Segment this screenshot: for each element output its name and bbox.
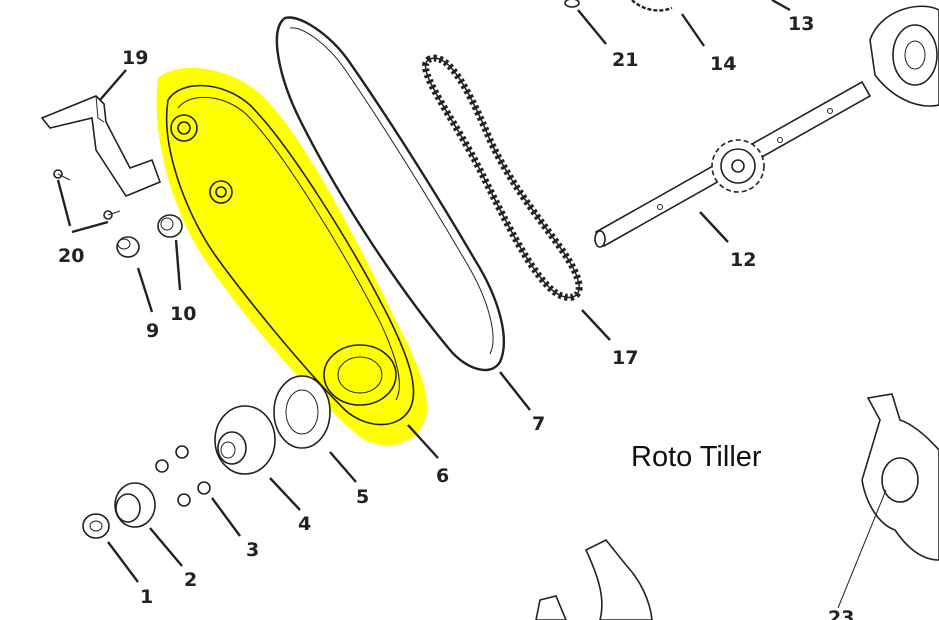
callout-3[interactable]: 3	[246, 539, 259, 561]
part-7-gasket[interactable]	[275, 16, 506, 372]
callout-12[interactable]: 12	[730, 249, 756, 271]
part-14-sprocket[interactable]	[631, 0, 673, 12]
part-20-bolts[interactable]	[53, 169, 121, 220]
callout-14[interactable]: 14	[710, 53, 736, 75]
callout-2[interactable]: 2	[184, 569, 197, 591]
callout-13[interactable]: 13	[788, 13, 814, 35]
part-1-washer[interactable]	[82, 513, 110, 539]
part-23-tines[interactable]	[861, 393, 939, 561]
part-19-bracket[interactable]	[40, 95, 162, 197]
bottom-tines	[535, 538, 653, 620]
callout-9[interactable]: 9	[146, 320, 159, 342]
callout-numbers: 19 20 9 10 6 7 5 4 3 2 1 17 12 14 21 13 …	[58, 13, 854, 620]
callout-5[interactable]: 5	[356, 486, 369, 508]
callout-17[interactable]: 17	[612, 347, 638, 369]
callout-7[interactable]: 7	[532, 413, 545, 435]
part-13-housing[interactable]	[869, 5, 939, 107]
callout-20[interactable]: 20	[58, 245, 84, 267]
callout-21[interactable]: 21	[612, 49, 638, 71]
callout-10[interactable]: 10	[170, 303, 196, 325]
part-9-bushing[interactable]	[116, 236, 140, 258]
callout-23[interactable]: 23	[828, 607, 854, 620]
callout-4[interactable]: 4	[298, 513, 311, 535]
part-5-gasket-ring[interactable]	[273, 375, 331, 449]
callout-1[interactable]: 1	[140, 586, 153, 608]
part-4-flange-hub[interactable]	[214, 405, 276, 475]
callout-19[interactable]: 19	[122, 47, 148, 69]
diagram-title: Roto Tiller	[631, 441, 762, 473]
part-17-chain[interactable]	[422, 54, 583, 301]
part-21-fastener[interactable]	[564, 0, 580, 8]
part-6-chain-case[interactable]	[165, 84, 415, 426]
part-2-bearing[interactable]	[114, 482, 156, 528]
chain-case-highlight	[156, 67, 427, 446]
part-12-shaft[interactable]	[594, 80, 872, 248]
part-10-bearing[interactable]	[157, 214, 183, 238]
leader-lines	[56, 0, 887, 609]
part-3-nuts[interactable]	[155, 445, 211, 507]
callout-6[interactable]: 6	[436, 465, 449, 487]
